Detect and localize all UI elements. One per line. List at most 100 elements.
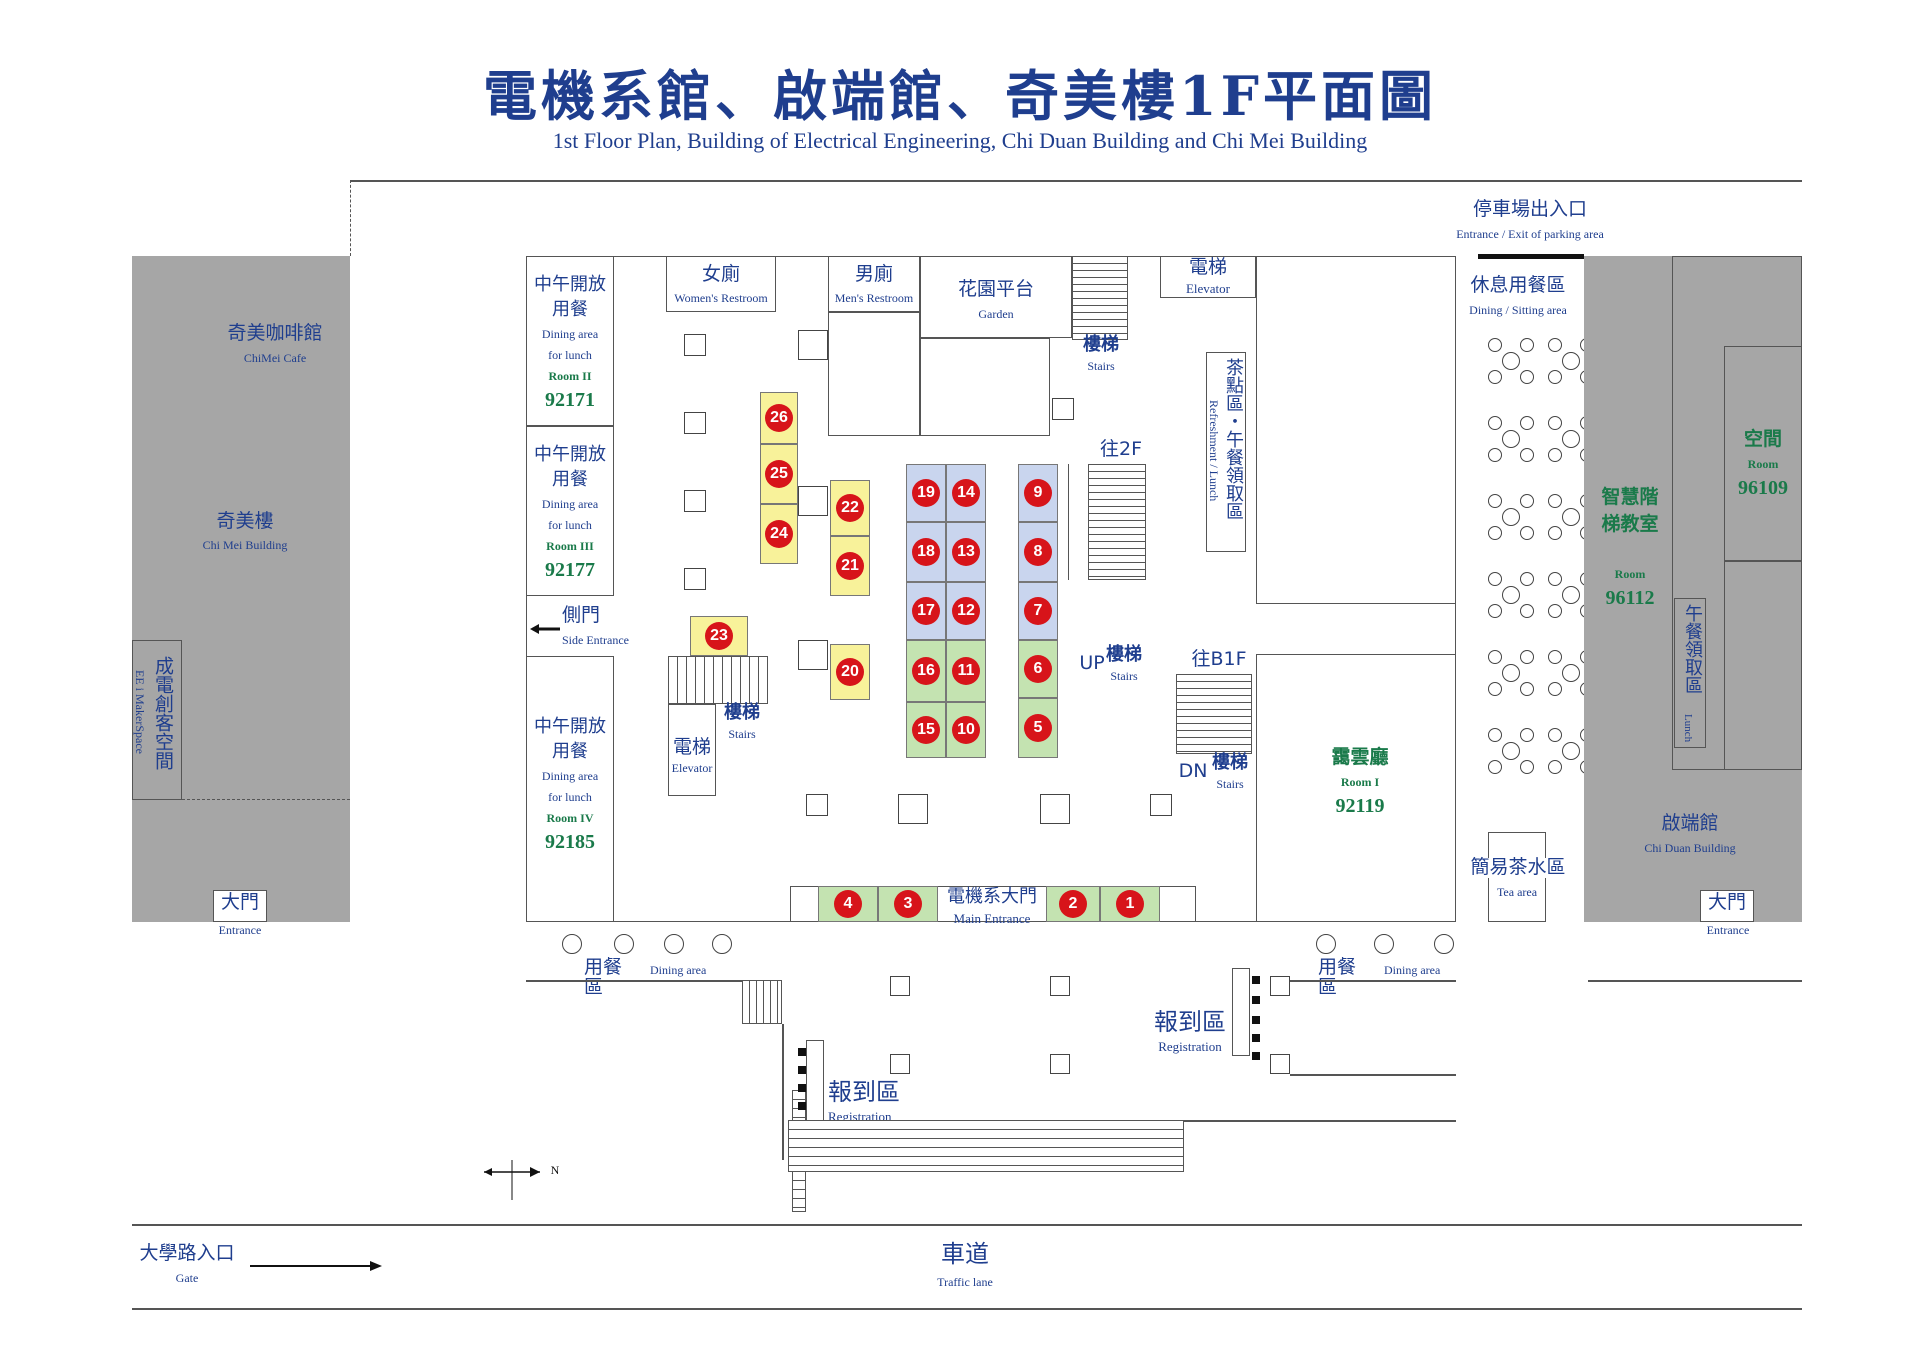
stairs-left-label-en: Stairs — [728, 727, 756, 741]
booth-10[interactable]: 10 — [946, 702, 986, 758]
booth-5[interactable]: 5 — [1018, 698, 1058, 758]
booth-number: 19 — [912, 479, 940, 507]
booth-12[interactable]: 12 — [946, 582, 986, 640]
booth-14[interactable]: 14 — [946, 464, 986, 522]
seat — [1488, 370, 1502, 384]
room1-number: 92119 — [1335, 795, 1385, 817]
booth-2[interactable]: 2 — [1046, 886, 1100, 922]
room2-en1: Dining area — [541, 327, 599, 341]
parking-label: 停車場出入口 — [1472, 198, 1587, 220]
lunch-label: 午餐領取區 — [1682, 604, 1703, 694]
seat — [1488, 338, 1502, 352]
lunch-pickup[interactable] — [1674, 598, 1706, 748]
lunch-label-en: Lunch — [1682, 714, 1694, 743]
mens-restroom[interactable] — [828, 256, 920, 312]
pillar — [1270, 1054, 1290, 1074]
dn-label: DN — [1178, 760, 1208, 782]
stairs-2f[interactable] — [1088, 464, 1146, 580]
site-boundary-dashed — [350, 180, 351, 256]
seat — [1562, 430, 1580, 448]
room-92185[interactable] — [526, 656, 614, 922]
registration-desk-right[interactable] — [1232, 968, 1250, 1056]
room-92171[interactable] — [526, 256, 614, 426]
pillar — [684, 412, 706, 434]
booth-number: 12 — [952, 597, 980, 625]
seat — [1502, 430, 1520, 448]
booth-number: 16 — [912, 657, 940, 685]
booth-number: 10 — [952, 716, 980, 744]
gate-label: 大學路入口 — [139, 1242, 235, 1264]
womens-label-en: Women's Restroom — [674, 291, 768, 305]
garden[interactable] — [920, 256, 1072, 338]
registration-marker — [798, 1084, 806, 1092]
parking-label-en: Entrance / Exit of parking area — [1456, 227, 1604, 241]
mens-label-en: Men's Restroom — [834, 291, 914, 305]
booth-20[interactable]: 20 — [830, 644, 870, 700]
room3-label: 中午開放用餐 — [534, 444, 606, 491]
booth-number: 22 — [836, 494, 864, 522]
booth-3[interactable]: 3 — [878, 886, 938, 922]
seat — [1520, 604, 1534, 618]
seat — [1488, 604, 1502, 618]
refreshment-lunch-counter[interactable] — [1206, 352, 1246, 552]
booth-15[interactable]: 15 — [906, 702, 946, 758]
seat — [1520, 572, 1534, 586]
stairs-b1f[interactable] — [1176, 674, 1252, 754]
booth-18[interactable]: 18 — [906, 522, 946, 582]
elevator-top[interactable] — [1160, 256, 1256, 298]
lane-label-en: Traffic lane — [937, 1275, 993, 1289]
booth-8[interactable]: 8 — [1018, 522, 1058, 582]
pillar — [684, 490, 706, 512]
booth-24[interactable]: 24 — [760, 504, 798, 564]
booth-23[interactable]: 23 — [690, 616, 748, 656]
side-entrance-arrow — [530, 620, 560, 634]
booth-13[interactable]: 13 — [946, 522, 986, 582]
main-entrance-label: 電機系大門 — [947, 886, 1037, 907]
booth-21[interactable]: 21 — [830, 536, 870, 596]
room-92177[interactable] — [526, 426, 614, 596]
makerspace-divider — [182, 799, 350, 800]
elevator-left[interactable] — [668, 704, 716, 796]
booth-16[interactable]: 16 — [906, 640, 946, 702]
table — [712, 934, 732, 954]
booth-6[interactable]: 6 — [1018, 640, 1058, 698]
plaza-line — [782, 1024, 784, 1160]
booth-19[interactable]: 19 — [906, 464, 946, 522]
booth-7[interactable]: 7 — [1018, 582, 1058, 640]
booth-11[interactable]: 11 — [946, 640, 986, 702]
stairs-top[interactable] — [1072, 256, 1128, 340]
page-subtitle: 1st Floor Plan, Building of Electrical E… — [552, 128, 1368, 153]
front-steps — [788, 1120, 1184, 1172]
registration-desk-left[interactable] — [806, 1040, 824, 1128]
booth-number: 14 — [952, 479, 980, 507]
seat — [1548, 526, 1562, 540]
booth-1[interactable]: 1 — [1100, 886, 1160, 922]
seat — [1562, 352, 1580, 370]
booth-number: 26 — [765, 404, 793, 432]
plaza-line — [1290, 1074, 1456, 1076]
room-92119[interactable] — [1256, 654, 1456, 922]
entrance-left-label: 大門 — [220, 891, 259, 913]
booth-26[interactable]: 26 — [760, 392, 798, 444]
entrance-right-door — [1700, 890, 1754, 922]
booth-number: 21 — [836, 552, 864, 580]
seat — [1548, 416, 1562, 430]
elevator-left-label-en: Elevator — [671, 761, 713, 775]
booth-number: 11 — [952, 657, 980, 685]
booth-4[interactable]: 4 — [818, 886, 878, 922]
booth-number: 18 — [912, 538, 940, 566]
seat — [1548, 494, 1562, 508]
booth-17[interactable]: 17 — [906, 582, 946, 640]
booth-25[interactable]: 25 — [760, 444, 798, 504]
stairs-left[interactable] — [668, 656, 768, 704]
booth-number: 4 — [834, 890, 862, 918]
seat — [1488, 448, 1502, 462]
womens-restroom[interactable] — [666, 256, 776, 312]
booth-number: 9 — [1024, 479, 1052, 507]
booth-9[interactable]: 9 — [1018, 464, 1058, 522]
booth-22[interactable]: 22 — [830, 480, 870, 536]
dining-right-label-en: Dining area — [1384, 963, 1441, 977]
seat — [1488, 728, 1502, 742]
registration-marker — [1252, 1034, 1260, 1042]
room-96109[interactable] — [1724, 346, 1802, 770]
